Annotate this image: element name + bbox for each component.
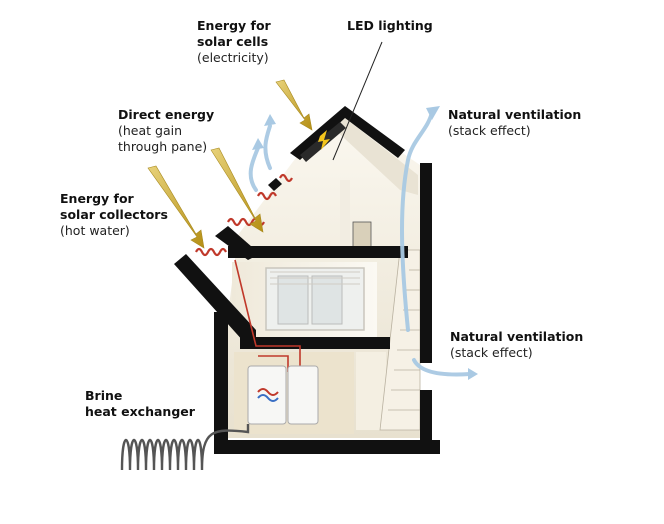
heat-exchanger-icon: [247, 365, 319, 425]
solar-collectors-label: Energy for solar collectors (hot water): [60, 191, 168, 238]
hot-water-pipe: [234, 259, 301, 372]
direct-energy-label: Direct energy (heat gain through pane): [118, 107, 215, 154]
air-flow-arrow-icon: [248, 110, 472, 377]
brine-coil: [120, 424, 250, 471]
ventilation-mid-label: Natural ventilation (stack effect): [450, 329, 584, 360]
ventilation-top-label: Natural ventilation (stack effect): [448, 107, 582, 138]
led-pointer-line: [332, 41, 383, 161]
window: [265, 267, 365, 331]
lightning-icon: [318, 130, 330, 150]
air-flow-arrow-icon: [252, 106, 478, 380]
led-lighting-label: LED lighting: [347, 18, 433, 33]
solar-cells-label: Energy for solar cells (electricity): [197, 18, 271, 65]
sun-ray-arrow-icon: [147, 79, 313, 249]
solar-cells-panel: [300, 122, 346, 162]
brine-label: Brine heat exchanger: [85, 388, 195, 419]
